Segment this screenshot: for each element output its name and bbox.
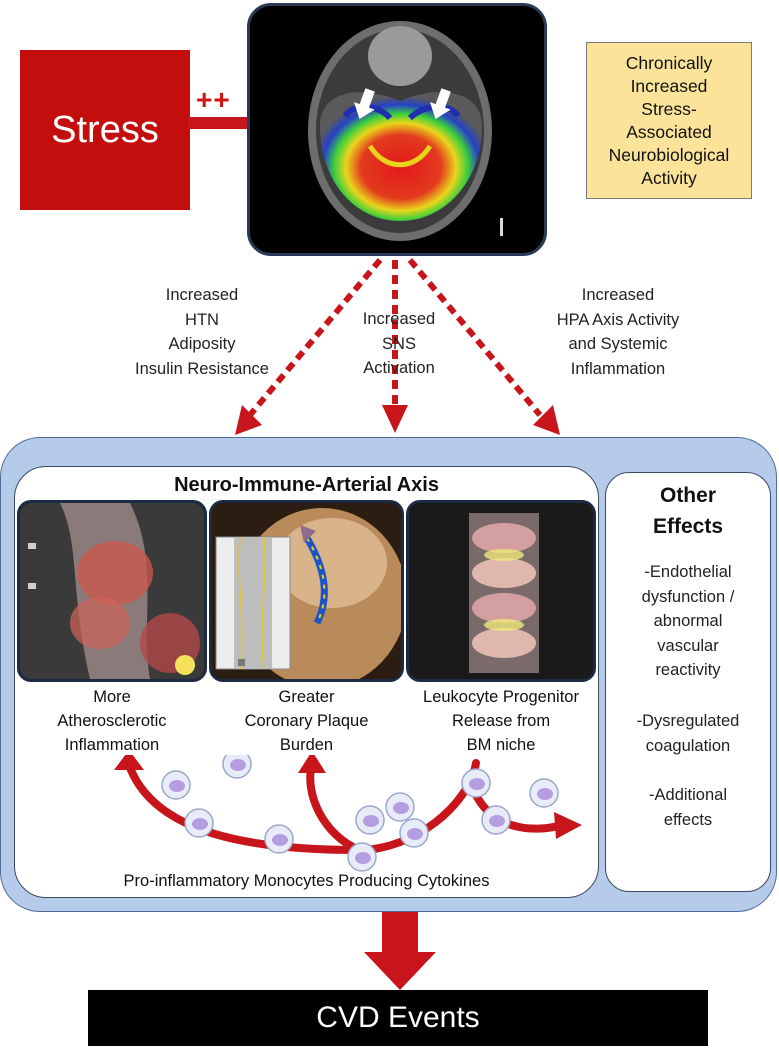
cvd-events-box: CVD Events xyxy=(88,990,708,1046)
panel-caption-line: Coronary Plaque xyxy=(244,712,369,730)
panel-caption-line: Leukocyte Progenitor xyxy=(423,688,579,706)
pathway-right-line: Increased xyxy=(581,286,655,304)
monocyte-cell-icon xyxy=(264,824,294,854)
other-effect-line: -Endothelial xyxy=(644,563,732,581)
other-effect-line: effects xyxy=(663,810,713,829)
pathway-left-line: Adiposity xyxy=(168,335,236,353)
other-effect-coagulation: -Dysregulated coagulation xyxy=(605,709,771,758)
stress-box: Stress xyxy=(20,50,190,210)
panel-caption-plaque: Greater Coronary Plaque Burden xyxy=(209,685,404,757)
other-effects-title-line: Effects xyxy=(652,515,724,538)
other-effect-line: coagulation xyxy=(645,736,731,755)
monocyte-cell-icon xyxy=(161,770,191,800)
pathway-right-line: Inflammation xyxy=(570,359,666,378)
brain-pet-scan-image xyxy=(247,3,547,256)
cvd-events-label: CVD Events xyxy=(316,1001,480,1034)
outcome-arrow xyxy=(364,912,436,990)
panel-caption-line: Inflammation xyxy=(64,736,160,754)
other-effect-additional: -Additional effects xyxy=(605,783,771,832)
plus-label: ++ xyxy=(196,84,231,115)
bone-marrow-image xyxy=(406,500,596,682)
other-effect-line: -Additional xyxy=(649,786,727,804)
monocyte-cell-icon xyxy=(347,842,377,872)
monocyte-cell-icon xyxy=(222,755,252,779)
panel-caption-line: Greater xyxy=(278,688,335,706)
pathway-center-line: Activation xyxy=(363,359,435,377)
panel-caption-leukocyte: Leukocyte Progenitor Release from BM nic… xyxy=(402,685,600,757)
panel-caption-line: Atherosclerotic xyxy=(57,712,167,730)
other-effects-title-line: Other xyxy=(659,484,716,507)
monocyte-cell-icon xyxy=(529,778,559,808)
pathway-left-label: Increased HTN Adiposity Insulin Resistan… xyxy=(110,283,294,381)
panel-caption-line: Release from xyxy=(451,712,551,730)
chronic-stress-note: Chronically Increased Stress-Associated … xyxy=(586,42,752,199)
monocyte-cell-icon xyxy=(399,818,429,848)
panel-caption-line: More xyxy=(93,688,131,706)
panel-caption-inflammation: More Atherosclerotic Inflammation xyxy=(17,685,207,757)
other-effects-title: Other Effects xyxy=(605,480,771,542)
pathway-right-label: Increased HPA Axis Activity and Systemic… xyxy=(520,283,716,381)
pathway-arrows xyxy=(235,258,560,435)
pathway-center-label: Increased SNS Activation xyxy=(340,307,458,381)
monocyte-cell-icon xyxy=(481,805,511,835)
coronary-plaque-image xyxy=(209,500,404,682)
panel-caption-line: Burden xyxy=(279,736,334,754)
pathway-center-line: Increased xyxy=(362,310,436,328)
pathway-right-line: and Systemic xyxy=(568,335,668,353)
other-effects-panel xyxy=(605,472,771,892)
pathway-left-line: Increased xyxy=(165,286,239,304)
pathway-center-line: SNS xyxy=(382,334,416,353)
stress-label: Stress xyxy=(51,108,159,151)
other-effect-line: abnormal xyxy=(653,612,723,630)
panel-caption-line: BM niche xyxy=(466,736,536,754)
axis-title: Neuro-Immune-Arterial Axis xyxy=(174,474,439,496)
arterial-inflammation-image xyxy=(17,500,207,682)
other-effect-line: reactivity xyxy=(655,661,721,679)
monocyte-caption: Pro-inflammatory Monocytes Producing Cyt… xyxy=(123,872,490,890)
pathway-left-line: HTN xyxy=(185,310,219,329)
monocyte-cell-icon xyxy=(184,808,214,838)
chronic-stress-note-text: Chronically Increased Stress-Associated … xyxy=(608,52,730,188)
monocyte-cell-icon xyxy=(355,805,385,835)
other-effect-line: -Dysregulated xyxy=(636,712,740,730)
pathway-left-line: Insulin Resistance xyxy=(135,359,269,378)
pathway-right-line: HPA Axis Activity xyxy=(556,310,680,329)
monocyte-cell-icon xyxy=(385,792,415,822)
other-effect-line: vascular xyxy=(657,636,719,655)
monocyte-cell-icon xyxy=(461,768,491,798)
other-effect-endothelial: -Endothelial dysfunction / abnormal vasc… xyxy=(605,560,771,683)
monocyte-cells xyxy=(161,755,559,872)
other-effect-line: dysfunction / xyxy=(641,587,735,606)
